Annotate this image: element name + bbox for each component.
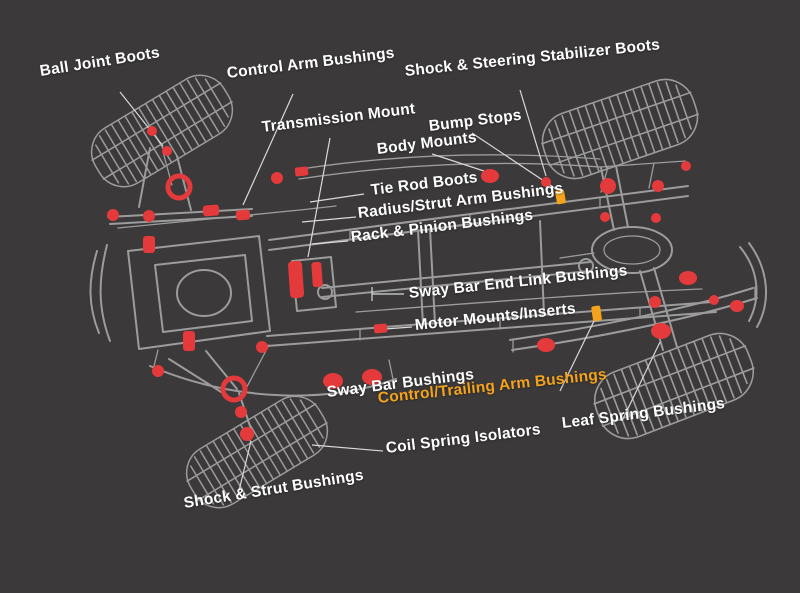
tire-front-right bbox=[80, 64, 244, 198]
tire-rear-left bbox=[585, 323, 763, 449]
highlighted-parts-red bbox=[107, 126, 744, 441]
frame-lines-group bbox=[89, 147, 767, 436]
highlighted-parts-orange bbox=[555, 189, 602, 322]
tire-rear-right bbox=[533, 70, 707, 188]
